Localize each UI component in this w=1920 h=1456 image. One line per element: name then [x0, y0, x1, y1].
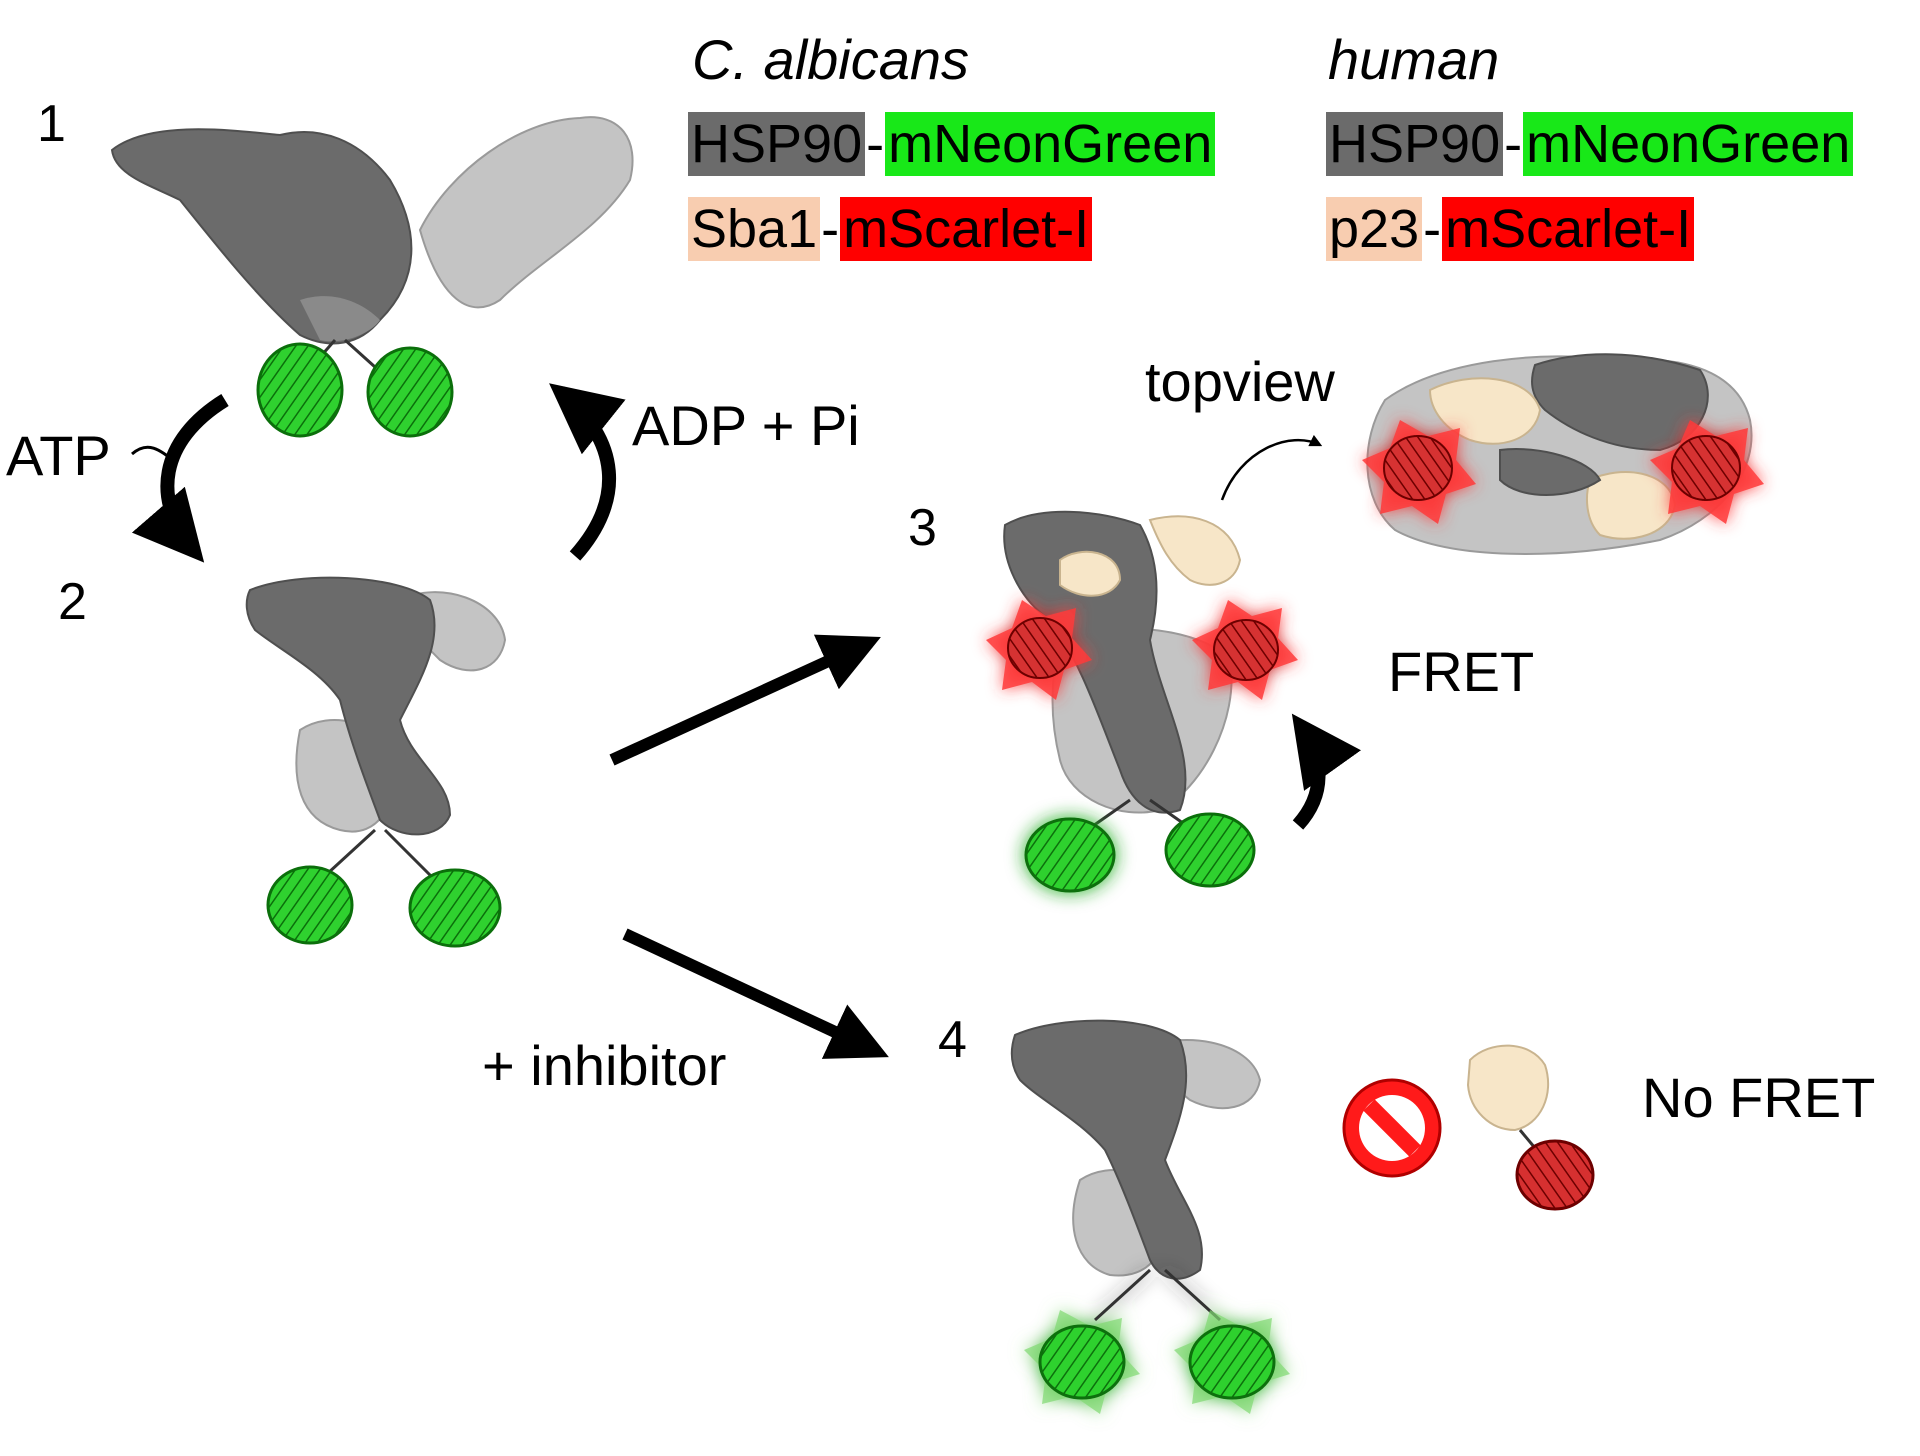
step-number-1: 1	[37, 95, 66, 153]
label-mneongreen-candida: mNeonGreen	[885, 112, 1216, 176]
step-number-4: 4	[938, 1011, 967, 1069]
atp-curved-arrow	[131, 394, 229, 563]
arrow-to-state-3	[609, 634, 881, 766]
legend-row-candida-cochap: Sba1 - mScarlet-I	[688, 197, 1093, 261]
hsp90-structure-closed-2	[245, 576, 507, 836]
prohibited-icon	[1342, 1078, 1442, 1178]
label-mneongreen-human: mNeonGreen	[1523, 112, 1854, 176]
label-inhibitor: + inhibitor	[482, 1034, 727, 1097]
label-fret: FRET	[1388, 640, 1535, 703]
label-atp: ATP	[6, 424, 111, 487]
hsp90-structure-open	[110, 116, 634, 345]
label-sba1: Sba1	[688, 197, 821, 261]
step-number-3: 3	[908, 499, 937, 557]
mneongreen-pair-1	[256, 338, 454, 438]
mneongreen-pair-4	[1024, 1268, 1290, 1414]
legend-species-candida: C. albicans	[692, 28, 970, 91]
fret-curved-arrow	[1291, 713, 1362, 830]
hsp90-structure-fret-3	[1003, 510, 1242, 814]
label-mscarlet-human: mScarlet-I	[1442, 197, 1695, 261]
separator: -	[1504, 114, 1523, 174]
label-topview: topview	[1145, 350, 1335, 413]
hsp90-structure-inhibited-4	[1010, 1019, 1262, 1280]
atp-hook-line	[131, 445, 176, 464]
free-cochaperone	[1466, 1044, 1595, 1211]
topview-structure	[1366, 353, 1753, 555]
legend-row-candida-hsp90: HSP90 - mNeonGreen	[688, 112, 1216, 176]
label-hsp90-human: HSP90	[1326, 112, 1504, 176]
mneongreen-pair-2	[266, 828, 502, 948]
adp-curved-arrow	[549, 383, 626, 561]
topview-arrow	[1220, 434, 1323, 501]
label-adp-pi: ADP + Pi	[632, 394, 860, 457]
mscarlet-pair-topview	[1362, 420, 1764, 524]
label-p23: p23	[1326, 197, 1423, 261]
legend-row-human-hsp90: HSP90 - mNeonGreen	[1326, 112, 1854, 176]
label-mscarlet-candida: mScarlet-I	[840, 197, 1093, 261]
mscarlet-pair-3	[986, 600, 1298, 700]
step-number-2: 2	[58, 573, 87, 631]
legend-species-human: human	[1328, 28, 1500, 91]
legend-row-human-cochap: p23 - mScarlet-I	[1326, 197, 1695, 261]
label-hsp90-candida: HSP90	[688, 112, 866, 176]
mneongreen-pair-3	[1024, 798, 1256, 893]
label-no-fret: No FRET	[1642, 1066, 1876, 1129]
arrow-to-state-4	[622, 928, 889, 1059]
separator: -	[821, 199, 840, 259]
separator: -	[1423, 199, 1442, 259]
separator: -	[866, 114, 885, 174]
